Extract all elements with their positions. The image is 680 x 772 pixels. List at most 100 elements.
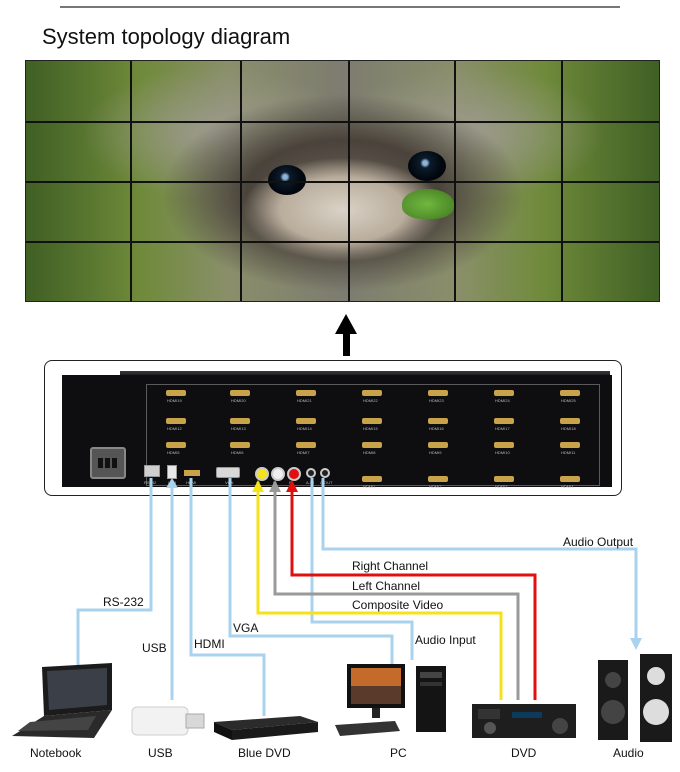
notebook-label: Notebook xyxy=(30,746,82,760)
composite-arrow-icon xyxy=(252,480,264,492)
pc-label: PC xyxy=(390,746,407,760)
pc-icon xyxy=(335,664,446,736)
hdmi-input-port xyxy=(428,390,448,396)
vga-cable-label: VGA xyxy=(233,621,259,635)
hdmi-port-label: HDMI6 xyxy=(231,450,244,455)
eye-left xyxy=(268,165,306,195)
hdmi-input-port xyxy=(560,442,580,448)
hdmi-input-port xyxy=(362,418,382,424)
usb-arrow-icon xyxy=(166,478,178,488)
hdmi-input-port xyxy=(166,418,186,424)
wall-seam xyxy=(26,181,659,183)
control-port-label: A-OUT xyxy=(320,480,333,485)
audio-input-cable xyxy=(310,478,414,660)
wall-seam xyxy=(26,121,659,123)
hdmi-port-label: HDMI3 xyxy=(495,484,508,489)
hdmi-input-port xyxy=(494,390,514,396)
hdmi-port-label: HDMI4 xyxy=(561,484,574,489)
hdmi-input-port xyxy=(428,476,448,482)
control-port-label: R xyxy=(289,480,292,485)
hdmi-port-label: HDMI18 xyxy=(561,426,576,431)
hdmi-port-label: HDMI20 xyxy=(231,398,246,403)
hdmi-port-label: HDMI17 xyxy=(495,426,510,431)
hdmi-input-port xyxy=(230,442,250,448)
right-channel-cable xyxy=(290,482,537,700)
hdmi-input-port xyxy=(230,390,250,396)
hdmi-port-label: HDMI13 xyxy=(231,426,246,431)
hdmi-port-label: HDMI7 xyxy=(297,450,310,455)
hdmi-input-port xyxy=(296,418,316,424)
left-audio-port-icon xyxy=(271,467,285,481)
hdmi-port-label: HDMI22 xyxy=(363,398,378,403)
rs232-port-icon xyxy=(144,465,160,477)
diagram-title: System topology diagram xyxy=(42,24,291,49)
composite-video-cable xyxy=(256,482,503,700)
left-channel-label: Left Channel xyxy=(352,579,421,593)
hdmi-input-port xyxy=(362,442,382,448)
input-panel xyxy=(146,384,600,486)
audio-output-arrow-icon xyxy=(630,638,642,650)
dvd-receiver-icon xyxy=(472,704,576,738)
hdmi-input-port xyxy=(428,418,448,424)
blue-dvd-label: Blue DVD xyxy=(238,746,291,760)
rs232-cable xyxy=(76,478,153,665)
rs232-label: RS-232 xyxy=(103,595,144,609)
hdmi-port-label: HDMI23 xyxy=(429,398,444,403)
hdmi-port-label: HDMI2 xyxy=(429,484,442,489)
right-audio-port-icon xyxy=(287,467,301,481)
hdmi-cable xyxy=(189,478,266,716)
hdmi-port-label: HDMI12 xyxy=(167,426,182,431)
hdmi-input-port xyxy=(362,476,382,482)
dvd-label: DVD xyxy=(511,746,537,760)
hdmi-port-label: HDMI10 xyxy=(495,450,510,455)
blue-dvd-icon xyxy=(214,716,318,740)
hdmi-input-port xyxy=(494,442,514,448)
up-arrow-shaft xyxy=(343,334,350,356)
audio-output-cable xyxy=(321,478,638,645)
vga-cable xyxy=(228,478,394,670)
leaf xyxy=(402,189,454,219)
hdmi-input-port xyxy=(166,390,186,396)
usb-cable-label: USB xyxy=(142,641,167,655)
eye-right xyxy=(408,151,446,181)
hdmi-cable-label: HDMI xyxy=(194,637,225,651)
composite-port-icon xyxy=(255,467,269,481)
left-channel-cable xyxy=(273,482,520,700)
audio-label: Audio xyxy=(613,746,644,760)
power-socket-icon xyxy=(90,447,126,479)
hdmi-input-port xyxy=(296,390,316,396)
wall-seam xyxy=(26,241,659,243)
hdmi-port-label: HDMI16 xyxy=(429,426,444,431)
hdmi-port-label: HDMI11 xyxy=(561,450,576,455)
hdmi-port-label: HDMI19 xyxy=(167,398,182,403)
top-divider xyxy=(60,6,620,8)
hdmi-input-port xyxy=(362,390,382,396)
hdmi-port-label: HDMI9 xyxy=(429,450,442,455)
hdmi-port-icon xyxy=(184,470,200,476)
hdmi-port-label: HDMI21 xyxy=(297,398,312,403)
hdmi-port-label: HDMI5 xyxy=(167,450,180,455)
right-arrow-icon xyxy=(286,480,298,492)
audio-in-port-icon xyxy=(306,468,316,478)
hdmi-input-port xyxy=(494,476,514,482)
hdmi-input-port xyxy=(428,442,448,448)
hdmi-port-label: HDMI14 xyxy=(297,426,312,431)
hdmi-port-label: HDMI24 xyxy=(495,398,510,403)
usb-stick-icon xyxy=(131,706,205,736)
video-wall xyxy=(25,60,660,302)
hdmi-input-port xyxy=(296,442,316,448)
speakers-icon xyxy=(598,654,672,742)
usb-device-label: USB xyxy=(148,746,173,760)
hdmi-input-port xyxy=(166,442,186,448)
audio-input-label: Audio Input xyxy=(415,633,476,647)
hdmi-input-port xyxy=(494,418,514,424)
notebook-icon xyxy=(12,663,112,738)
left-arrow-icon xyxy=(269,480,281,492)
vga-port-icon xyxy=(216,467,240,478)
right-channel-label: Right Channel xyxy=(352,559,429,573)
hdmi-port-label: HDMI15 xyxy=(363,426,378,431)
up-arrow-icon xyxy=(335,314,357,334)
hdmi-port-label: HDMI1 xyxy=(363,484,376,489)
hdmi-input-port xyxy=(230,418,250,424)
